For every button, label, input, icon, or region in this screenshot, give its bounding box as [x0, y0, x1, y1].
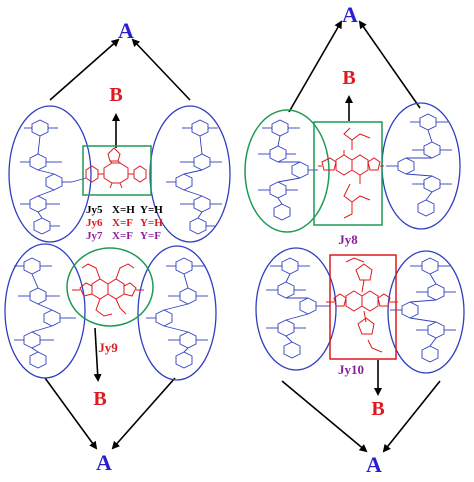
arrow-left-top-1: [49, 38, 120, 101]
donor-structure-lu1: [20, 119, 87, 235]
donor-ellipse-left-lower-1: [4, 243, 86, 379]
donor-structure-ll1: [14, 257, 76, 369]
arrow-left-bottom-2: [111, 377, 176, 450]
series-jy7-name: Jy7: [86, 230, 103, 242]
acceptor-box-left-upper: [82, 145, 152, 196]
arrow-right-bottom-2: [382, 380, 441, 453]
series-jy6-x: X=F: [112, 217, 133, 229]
arrow-left-bottom-1: [44, 377, 98, 450]
right-lower-name: Jy10: [338, 362, 364, 377]
arrow-right-top-2: [358, 20, 421, 109]
series-jy5-y: Y=H: [140, 204, 163, 216]
acceptor-structure-right-lower: [326, 257, 398, 353]
right-lower-B-label: B: [371, 398, 384, 420]
arrow-right-bottom-1: [281, 380, 368, 453]
donor-ellipse-left-lower-2: [137, 245, 217, 381]
series-legend: Jy5 X=H Y=H Jy6 X=F Y=H Jy7 X=F Y=F: [86, 204, 163, 242]
acceptor-structure-left-lower: [72, 263, 144, 317]
donor-structure-rl1: [266, 257, 330, 359]
series-jy6-y: Y=H: [140, 217, 163, 229]
left-upper-B-label: B: [109, 84, 122, 106]
donor-ellipse-left-upper-1: [8, 105, 92, 243]
arrow-left-lower-B: [93, 327, 102, 382]
series-jy7-x: X=F: [112, 230, 133, 242]
right-bottom-A-label: A: [366, 452, 382, 477]
donor-structure-ru1: [258, 119, 318, 221]
series-jy7-y: Y=F: [140, 230, 161, 242]
acceptor-structure-left-upper: [85, 147, 147, 189]
acceptor-box-right-upper: [313, 121, 383, 226]
donor-structure-lu2: [166, 119, 222, 235]
left-lower-B-label: B: [93, 388, 106, 410]
arrow-right-top-1: [288, 20, 343, 113]
arrow-left-top-2: [131, 38, 191, 101]
right-upper-name: Jy8: [338, 232, 358, 247]
acceptor-box-right-lower: [329, 254, 397, 360]
donor-structure-ru2: [386, 113, 452, 217]
left-top-A-label: A: [118, 18, 134, 43]
right-top-A-label: A: [342, 2, 358, 27]
series-jy6-name: Jy6: [86, 217, 103, 229]
donor-ellipse-right-lower-2: [387, 250, 465, 374]
left-lower-name: Jy9: [98, 340, 118, 355]
donor-ellipse-left-upper-2: [149, 105, 231, 243]
left-bottom-A-label: A: [96, 450, 112, 475]
series-jy5-x: X=H: [112, 204, 135, 216]
donor-ellipse-right-lower-1: [255, 247, 337, 371]
acceptor-structure-right-upper: [318, 127, 384, 219]
donor-structure-rl2: [390, 257, 456, 363]
donor-ellipse-right-upper-1: [244, 109, 330, 233]
acceptor-ellipse-left-lower: [66, 247, 154, 327]
series-jy5-name: Jy5: [86, 204, 103, 216]
donor-structure-ll2: [146, 257, 208, 369]
right-upper-B-label: B: [342, 67, 355, 89]
